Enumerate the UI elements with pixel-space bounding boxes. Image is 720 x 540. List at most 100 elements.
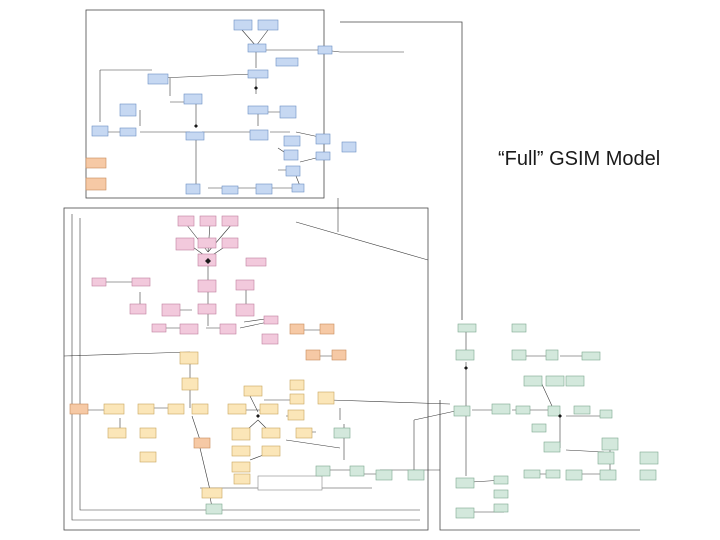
class-box <box>453 405 471 417</box>
class-box <box>291 183 305 193</box>
class-box <box>341 141 357 153</box>
class-box <box>233 19 253 31</box>
slide-title: “Full” GSIM Model <box>498 148 661 170</box>
class-box <box>261 333 279 345</box>
class-box <box>197 237 217 249</box>
class-box <box>175 237 195 251</box>
class-box <box>263 315 279 325</box>
class-box <box>523 469 541 479</box>
class-box <box>599 409 613 419</box>
middle-orange-boxes <box>69 323 347 449</box>
right-lower-connector <box>439 400 640 531</box>
class-box <box>249 129 269 141</box>
class-box <box>103 403 125 415</box>
class-box <box>185 131 205 141</box>
class-box <box>305 349 321 361</box>
class-box <box>177 215 195 227</box>
class-box <box>543 441 561 453</box>
class-box <box>247 69 269 79</box>
class-box <box>511 349 527 361</box>
class-box <box>491 403 511 415</box>
class-box <box>455 477 475 489</box>
class-box <box>69 403 89 415</box>
class-box <box>455 507 475 519</box>
class-box <box>287 409 305 421</box>
class-box <box>597 451 615 465</box>
class-box <box>565 375 585 387</box>
class-box <box>231 461 251 473</box>
class-box <box>333 427 351 439</box>
class-box <box>255 183 273 195</box>
class-box <box>289 379 305 391</box>
class-box <box>279 105 297 119</box>
class-box <box>375 469 393 481</box>
class-box <box>457 323 477 333</box>
upper-orange-boxes <box>85 157 107 191</box>
note-box <box>257 475 323 491</box>
yellow-cluster <box>103 351 335 499</box>
upper-module-frame <box>85 9 325 199</box>
class-box <box>183 93 203 105</box>
class-box <box>193 437 211 449</box>
class-box <box>91 277 107 287</box>
class-box <box>85 177 107 191</box>
class-box <box>119 127 137 137</box>
class-box <box>319 323 335 335</box>
class-box <box>315 133 331 145</box>
class-box <box>197 303 217 315</box>
class-box <box>531 423 547 433</box>
class-box <box>91 125 109 137</box>
class-box <box>221 215 239 227</box>
class-box <box>245 257 267 267</box>
class-box <box>515 405 531 415</box>
class-box <box>235 279 255 291</box>
class-box <box>261 445 281 457</box>
class-box <box>233 473 251 485</box>
class-box <box>259 403 279 415</box>
class-box <box>231 427 251 441</box>
lower-module-frame <box>63 207 429 531</box>
class-box <box>151 323 167 333</box>
class-box <box>137 403 155 415</box>
pink-cluster <box>91 215 279 345</box>
class-box <box>247 105 269 115</box>
class-box <box>545 375 565 387</box>
class-box <box>199 215 217 227</box>
class-box <box>119 103 137 117</box>
class-box <box>581 351 601 361</box>
class-box <box>201 487 223 499</box>
class-box <box>185 183 201 195</box>
upper-blue-cluster <box>91 19 357 195</box>
class-box <box>545 349 559 361</box>
class-box <box>599 469 617 481</box>
class-box <box>283 135 301 147</box>
class-box <box>407 469 425 481</box>
class-box <box>129 303 147 315</box>
class-box <box>639 451 659 465</box>
class-box <box>523 375 543 387</box>
class-box <box>205 503 223 515</box>
class-box <box>289 393 305 405</box>
class-box <box>295 427 313 439</box>
class-box <box>261 427 281 439</box>
class-box <box>221 185 239 195</box>
class-box <box>235 303 255 317</box>
class-box <box>455 349 475 361</box>
class-box <box>231 445 251 457</box>
right-connector-frame <box>340 21 463 320</box>
class-box <box>167 403 185 415</box>
edge-group <box>63 29 611 521</box>
class-box <box>257 19 279 31</box>
class-box <box>161 303 181 317</box>
green-cluster <box>205 323 659 519</box>
class-box <box>349 465 365 477</box>
class-box <box>639 469 657 481</box>
class-box <box>147 73 169 85</box>
class-box <box>547 405 561 417</box>
class-box <box>181 377 199 391</box>
class-box <box>331 349 347 361</box>
class-box <box>493 503 509 513</box>
class-box <box>285 165 301 177</box>
class-box <box>191 403 209 415</box>
